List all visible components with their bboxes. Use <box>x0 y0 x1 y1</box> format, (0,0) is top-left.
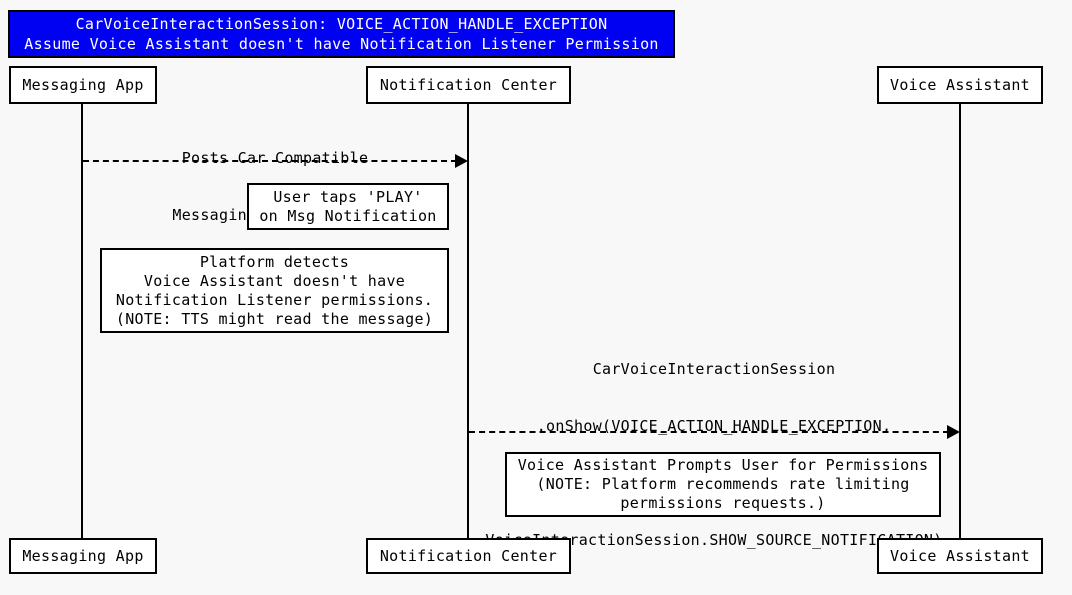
note-platform-detects: Platform detects Voice Assistant doesn't… <box>100 248 449 333</box>
message-1-arrow <box>83 154 468 168</box>
participant-messaging-app-bottom: Messaging App <box>9 538 157 574</box>
dashed-line <box>469 431 949 433</box>
participant-messaging-app-top: Messaging App <box>9 66 157 104</box>
arrowhead-right-icon <box>947 425 960 439</box>
participant-label: Messaging App <box>22 76 144 94</box>
participant-voice-assistant-top: Voice Assistant <box>877 66 1043 104</box>
dashed-line <box>83 160 457 162</box>
message-1-label-line-1: Posts Car Compatible <box>181 149 369 167</box>
message-2-label-line-2: .onShow(VOICE_ACTION_HANDLE_EXCEPTION, <box>536 417 892 435</box>
participant-label: Voice Assistant <box>890 76 1030 94</box>
participant-voice-assistant-bottom: Voice Assistant <box>877 538 1043 574</box>
diagram-title-line-1: CarVoiceInteractionSession: VOICE_ACTION… <box>75 15 608 33</box>
lifeline-notification-center <box>467 104 469 538</box>
message-2-label-line-4: VoiceInteractionSession.SHOW_SOURCE_NOTI… <box>485 531 943 549</box>
note-line: Voice Assistant Prompts User for Permiss… <box>517 456 929 474</box>
participant-notification-center-top: Notification Center <box>366 66 571 104</box>
note-line: (NOTE: TTS might read the message) <box>115 309 434 328</box>
note-line: permissions requests.) <box>620 494 826 512</box>
diagram-title: CarVoiceInteractionSession: VOICE_ACTION… <box>8 10 675 58</box>
message-2-arrow <box>469 425 960 439</box>
note-line: (NOTE: Platform recommends rate limiting <box>536 475 910 493</box>
lifeline-messaging-app <box>81 104 83 538</box>
message-2-label-line-1: CarVoiceInteractionSession <box>592 360 836 378</box>
note-line: Platform detects <box>199 252 350 271</box>
note-voice-assistant-prompts: Voice Assistant Prompts User for Permiss… <box>505 452 941 517</box>
note-line: on Msg Notification <box>259 206 437 225</box>
arrowhead-right-icon <box>455 154 468 168</box>
participant-label: Messaging App <box>22 547 144 565</box>
note-line: Notification Listener permissions. <box>115 290 434 309</box>
participant-label: Notification Center <box>379 547 558 565</box>
lifeline-voice-assistant <box>959 104 961 538</box>
participant-label: Voice Assistant <box>890 547 1030 565</box>
note-user-taps-play: User taps 'PLAY' on Msg Notification <box>247 183 449 230</box>
diagram-title-line-2: Assume Voice Assistant doesn't have Noti… <box>24 35 659 53</box>
note-line: User taps 'PLAY' <box>273 187 423 206</box>
participant-label: Notification Center <box>379 76 558 94</box>
participant-notification-center-bottom: Notification Center <box>366 538 571 574</box>
note-line: Voice Assistant doesn't have <box>143 271 406 290</box>
